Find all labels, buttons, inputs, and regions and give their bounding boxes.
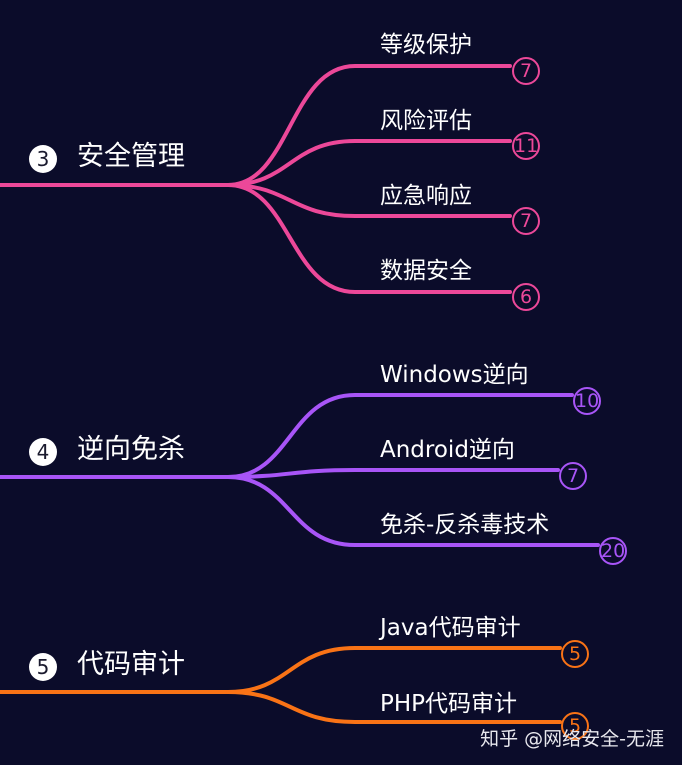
group-number-badge: 3 xyxy=(29,145,57,173)
count-badge[interactable]: 5 xyxy=(561,712,589,740)
node-label[interactable]: 应急响应 xyxy=(380,183,472,209)
node-label[interactable]: Java代码审计 xyxy=(380,615,521,641)
count-badge[interactable]: 7 xyxy=(512,57,540,85)
group-title-code-audit[interactable]: 代码审计 xyxy=(77,649,185,680)
branch-connector xyxy=(226,468,560,479)
branch-connector xyxy=(226,393,574,479)
group-title-reverse-av-evasion[interactable]: 逆向免杀 xyxy=(77,434,185,465)
node-label[interactable]: 风险评估 xyxy=(380,108,472,134)
count-badge[interactable]: 6 xyxy=(512,283,540,311)
node-label[interactable]: 等级保护 xyxy=(380,32,472,58)
group-title-security-management[interactable]: 安全管理 xyxy=(77,141,185,172)
group-number-badge: 4 xyxy=(29,438,57,466)
count-badge[interactable]: 10 xyxy=(573,387,601,415)
node-label[interactable]: Windows逆向 xyxy=(380,362,529,388)
count-badge[interactable]: 7 xyxy=(559,462,587,490)
branch-connector xyxy=(226,475,600,547)
count-badge[interactable]: 20 xyxy=(599,537,627,565)
count-badge[interactable]: 7 xyxy=(512,207,540,235)
node-label[interactable]: 数据安全 xyxy=(380,258,472,284)
branch-connector xyxy=(226,646,562,694)
branch-connector xyxy=(226,64,512,187)
node-label[interactable]: 免杀-反杀毒技术 xyxy=(380,512,550,538)
branch-connector xyxy=(226,139,512,187)
node-label[interactable]: PHP代码审计 xyxy=(380,691,518,717)
branch-connector xyxy=(226,183,512,218)
group-number-badge: 5 xyxy=(29,653,57,681)
branch-connector xyxy=(226,690,562,724)
node-label[interactable]: Android逆向 xyxy=(380,437,515,463)
watermark: 知乎 @网络安全-无涯 xyxy=(480,728,664,750)
branch-connector xyxy=(226,183,512,294)
count-badge[interactable]: 11 xyxy=(512,132,540,160)
count-badge[interactable]: 5 xyxy=(561,640,589,668)
